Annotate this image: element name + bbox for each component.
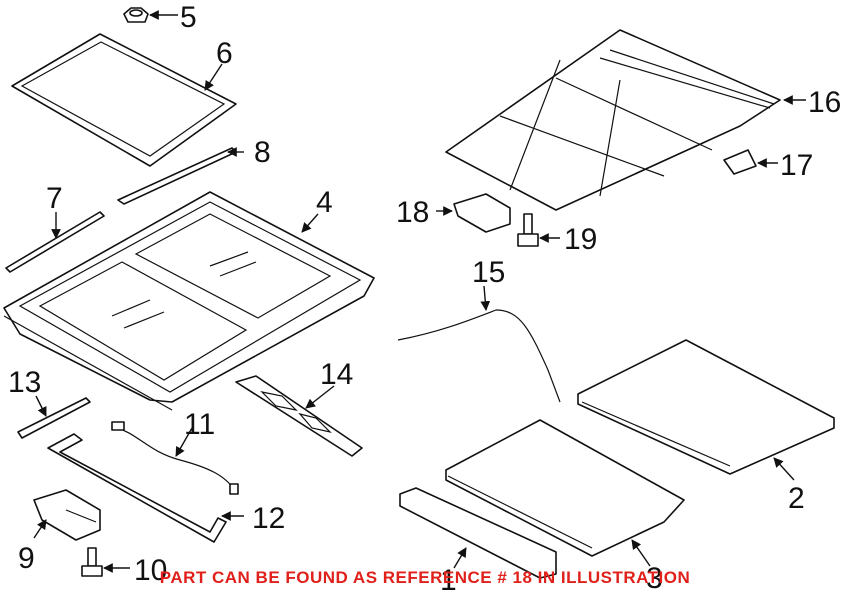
part-3-glass-panel <box>445 419 685 567</box>
callout-19: 19 <box>564 223 597 256</box>
callout-4: 4 <box>316 186 333 219</box>
part-12-seal <box>47 433 244 543</box>
callout-9: 9 <box>18 542 35 575</box>
callout-6: 6 <box>216 37 233 70</box>
part-8-trim-strip <box>117 147 244 205</box>
callout-2: 2 <box>788 482 805 515</box>
part-13-bracket <box>17 395 91 439</box>
part-11-cable <box>111 421 239 495</box>
callout-12: 12 <box>252 502 285 535</box>
callout-1: 1 <box>440 564 457 597</box>
callout-17: 17 <box>780 149 813 182</box>
callout-5: 5 <box>180 1 197 34</box>
callout-15: 15 <box>472 256 505 289</box>
callout-14: 14 <box>320 358 353 391</box>
part-7-trim-strip <box>5 211 105 273</box>
part-16-sunshade <box>445 29 806 211</box>
callout-7: 7 <box>46 182 63 215</box>
callout-8: 8 <box>254 136 271 169</box>
part-5-nut <box>123 7 178 23</box>
reference-notice: PART CAN BE FOUND AS REFERENCE # 18 IN I… <box>159 568 691 587</box>
part-2-glass-panel <box>577 339 835 481</box>
callout-11: 11 <box>184 408 215 441</box>
part-6-seal-frame <box>11 33 237 167</box>
callout-10: 10 <box>134 554 167 587</box>
part-10-bolt <box>81 547 130 577</box>
part-18-motor <box>436 193 511 233</box>
callout-16: 16 <box>808 86 841 119</box>
callout-13: 13 <box>8 366 41 399</box>
callout-3: 3 <box>646 562 663 595</box>
callout-18: 18 <box>396 196 429 229</box>
part-9-motor <box>33 489 101 541</box>
part-14-rail <box>235 375 363 457</box>
part-17-clip <box>723 149 778 175</box>
part-1-wind-deflector <box>399 487 557 579</box>
part-4-sunroof-frame <box>3 191 375 411</box>
part-15-rod <box>397 285 561 403</box>
part-19-bolt <box>517 213 560 247</box>
